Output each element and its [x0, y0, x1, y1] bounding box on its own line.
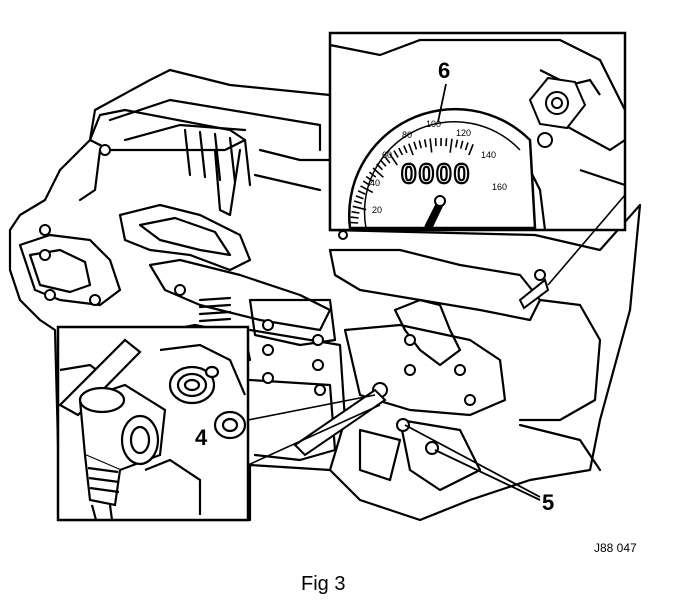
gauge-tick	[393, 150, 399, 158]
gauge-tick	[351, 210, 360, 214]
gauge-tick	[380, 159, 387, 167]
gauge-odometer-digits: 0000	[401, 158, 471, 189]
gauge-scale-label: 100	[426, 119, 441, 129]
reference-code: J88 047	[594, 541, 637, 555]
gauge-scale-label: 80	[402, 130, 412, 140]
callout-6: 6	[438, 58, 450, 83]
callout-6-leader	[437, 83, 447, 123]
gauge-tick	[355, 195, 364, 200]
gauge-tick	[384, 156, 391, 164]
callout-4: 4	[195, 425, 208, 450]
fitting-inset: 4	[56, 325, 250, 522]
gauge-tick	[449, 138, 453, 153]
inset-connector-lines	[247, 194, 626, 466]
gauge-scale-label: 20	[372, 205, 382, 215]
gauge-tick	[413, 141, 418, 150]
gauge-tick	[350, 221, 359, 224]
threaded-port	[168, 365, 247, 440]
gauge-tick	[418, 140, 422, 149]
gauge-scale-label: 120	[456, 128, 471, 138]
gauge-tick	[423, 139, 427, 148]
gauge-tick	[362, 180, 371, 186]
gauge-tick	[388, 153, 398, 166]
figure-caption: Fig 3	[301, 573, 345, 595]
gauge-tick	[445, 138, 448, 147]
gauge-tick	[455, 139, 459, 148]
gauge-tick	[398, 147, 404, 156]
callout-5: 5	[542, 490, 554, 515]
gauge-tick	[357, 190, 366, 195]
gauge-tick	[350, 216, 359, 219]
cylinder-head-assembly	[8, 68, 642, 522]
gauge-scale-labels: 20 40 60 80 100 120 140 160	[370, 119, 507, 215]
gauge-tick	[403, 145, 408, 154]
gauge-tick	[372, 167, 384, 178]
probe-rods	[293, 278, 550, 457]
gauge-tick	[368, 171, 377, 178]
gauge-tick	[429, 138, 433, 153]
gauge-scale-label: 160	[492, 182, 507, 192]
gauge-tick	[408, 143, 415, 157]
gauge-odometer: 0000	[400, 155, 471, 190]
gauge-inset: 20 40 60 80 100 120 140 160 0000 6	[328, 31, 627, 232]
gauge-tick	[352, 205, 367, 211]
callout-5-leaders	[404, 424, 541, 501]
gauge-ticks	[350, 137, 474, 229]
gauge-scale-label: 140	[481, 150, 496, 160]
elbow-fitting	[78, 383, 167, 521]
gauge-scale-label: 40	[370, 178, 380, 188]
gauge-tick	[376, 163, 383, 171]
gauge-tick	[365, 175, 374, 182]
gauge-tick	[464, 142, 469, 151]
rocker-rail	[88, 108, 247, 152]
gauge-scale-label: 60	[382, 150, 392, 160]
bolt-heads	[39, 144, 546, 455]
gauge-tick	[360, 185, 374, 194]
gauge-tick	[353, 200, 363, 205]
hex-nut	[528, 76, 587, 148]
gauge-tick	[459, 140, 464, 149]
